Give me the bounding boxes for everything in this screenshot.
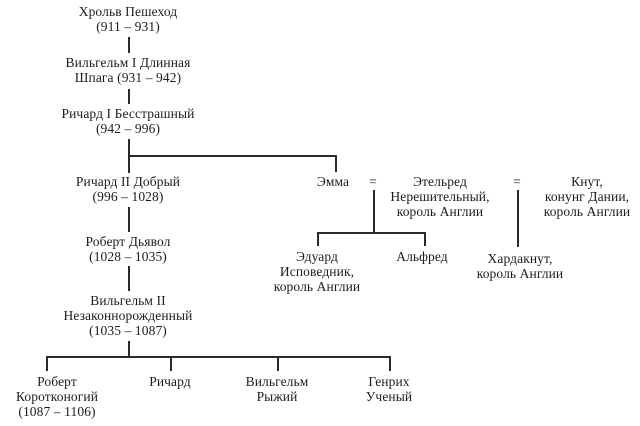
connector-marriage1-branch [373,190,375,232]
connector-branch-emma [335,155,337,172]
node-richard-i: Ричард I Бесстрашный (942 – 996) [61,106,195,136]
node-knut: Кнут, конунг Дании, король Англии [543,174,631,219]
node-henry-learned: Генрих Ученый [365,374,413,404]
connector-branch-eduard [317,232,319,246]
node-robert-kurthose: Роберт Коротконогий (1087 – 1106) [15,374,99,419]
connector-marriage2-hardaknut [517,190,519,247]
connector-branch-henry [389,356,391,371]
connector-wilhelm2-branch [128,341,130,356]
node-richard-son: Ричард [149,374,191,389]
connector-branch-wilhelm-rufus [277,356,279,371]
node-hardaknut: Хардакнут, король Англии [476,251,564,281]
node-wilhelm-i: Вильгельм I Длинная Шпага (931 – 942) [65,55,191,85]
node-emma: Эмма [316,174,350,189]
connector-branch-alfred [424,232,426,246]
node-aethelred: Этельред Нерешительный, король Англии [390,174,490,219]
node-wilhelm-rufus: Вильгельм Рыжий [245,374,309,404]
node-hrolv-peshehod: Хрольв Пешеход (911 – 931) [78,4,178,34]
node-wilhelm-ii: Вильгельм II Незаконнорожденный (1035 – … [63,293,193,338]
branch-richard1-children [128,155,336,157]
connector-richard2-robert [128,207,130,232]
node-eduard-confessor: Эдуард Исповедник, король Англии [273,249,361,294]
node-richard-ii: Ричард II Добрый (996 – 1028) [75,174,181,204]
connector-branch-richard-son [170,356,172,371]
connector-wilhelm1-richard1 [128,89,130,104]
marriage-sign-2: = [513,174,521,189]
connector-branch-robert-short [46,356,48,371]
marriage-sign-1: = [369,174,377,189]
node-alfred: Альфред [396,249,448,264]
connector-hrolv-wilhelm1 [128,37,130,53]
connector-robert-wilhelm2 [128,266,130,291]
branch-wilhelm2-children [46,356,390,358]
node-robert-devil: Роберт Дьявол (1028 – 1035) [85,234,171,264]
branch-aethelred-children [317,232,425,234]
